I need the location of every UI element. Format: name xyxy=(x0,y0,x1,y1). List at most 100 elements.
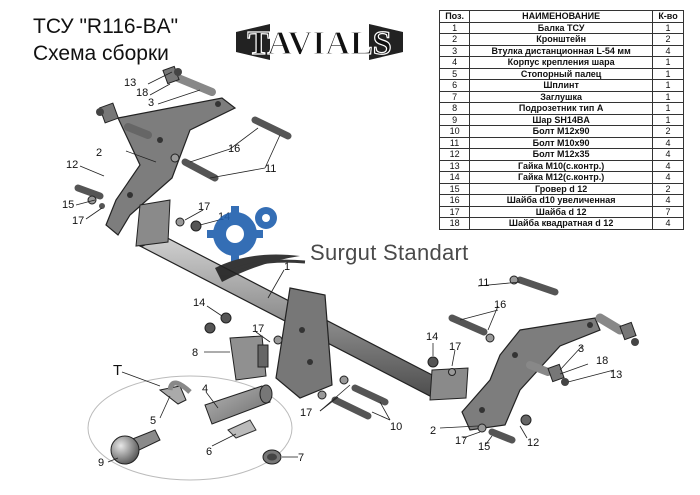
cell-qty: 4 xyxy=(652,136,684,149)
callout-11-left: 11 xyxy=(265,163,276,175)
callout-16-left: 16 xyxy=(228,143,240,155)
callout-2-left: 2 xyxy=(96,147,102,159)
cell-qty: 7 xyxy=(652,205,684,218)
cell-name: Шайба d 12 xyxy=(469,205,654,218)
callout-17-right: 17 xyxy=(449,341,461,353)
cell-pos: 12 xyxy=(438,148,471,161)
cell-name: Гровер d 12 xyxy=(469,182,654,195)
cell-name: Болт М12x35 xyxy=(469,148,654,161)
watermark-text: Surgut Standart xyxy=(310,240,469,265)
logo-text: TAVIALS xyxy=(247,25,391,62)
cell-name: Болт М12x90 xyxy=(469,125,654,138)
callout-17-bottom: 17 xyxy=(300,407,312,419)
cell-pos: 1 xyxy=(438,21,471,34)
cell-pos: 10 xyxy=(438,125,471,138)
callout-13-left: 13 xyxy=(124,77,136,89)
center-mount xyxy=(275,287,333,399)
cell-qty: 4 xyxy=(652,44,684,57)
cell-qty: 4 xyxy=(652,217,684,230)
cell-name: Кронштейн xyxy=(469,33,654,46)
cell-pos: 3 xyxy=(438,44,471,57)
cell-name: Болт М10x90 xyxy=(469,136,654,149)
cell-qty: 4 xyxy=(652,159,684,172)
cell-name: Шайба d10 увеличенная xyxy=(469,194,654,207)
callout-2-right: 2 xyxy=(430,425,436,437)
callout-12-right: 12 xyxy=(527,437,539,449)
callout-1: 1 xyxy=(284,261,290,273)
callout-17-top: 17 xyxy=(198,201,210,213)
tavials-logo: TAVIALS xyxy=(236,24,403,63)
callout-15-left: 15 xyxy=(62,199,74,211)
right-bracket xyxy=(461,317,601,431)
callout-3-left: 3 xyxy=(148,97,154,109)
cell-name: Балка ТСУ xyxy=(469,21,654,34)
socket-plate xyxy=(229,335,269,381)
cell-qty: 2 xyxy=(652,182,684,195)
cell-qty: 4 xyxy=(652,171,684,184)
watermark-logo xyxy=(207,206,306,282)
callout-labels: 13 18 3 2 16 11 12 15 17 17 14 1 14 17 8… xyxy=(62,77,622,469)
callout-13-right: 13 xyxy=(610,369,622,381)
diagram-title: ТСУ "R116-BA" xyxy=(33,15,179,38)
callout-8: 8 xyxy=(192,347,198,359)
bolts-left xyxy=(74,65,292,209)
callout-3-right: 3 xyxy=(578,343,584,355)
cell-name: Шайба квадратная d 12 xyxy=(469,217,654,230)
callout-9: 9 xyxy=(98,457,104,469)
cell-pos: 13 xyxy=(438,159,471,172)
callout-10: 10 xyxy=(390,421,402,433)
left-bracket xyxy=(105,97,237,236)
cell-pos: 14 xyxy=(438,171,471,184)
callout-17-right-bottom: 17 xyxy=(455,435,467,447)
detail-group-t xyxy=(87,375,293,481)
callout-7: 7 xyxy=(298,452,304,464)
cell-name: Гайка М10(с.контр.) xyxy=(469,159,654,172)
callout-4: 4 xyxy=(202,383,208,395)
callout-6: 6 xyxy=(206,446,212,458)
cell-pos: 15 xyxy=(438,182,471,195)
cell-name: Гайка М12(с.контр.) xyxy=(469,171,654,184)
callout-T: T xyxy=(113,362,122,379)
cell-qty: 2 xyxy=(652,125,684,138)
callout-12-left: 12 xyxy=(66,159,78,171)
callout-5: 5 xyxy=(150,415,156,427)
cell-name: Втулка дистанционная L-54 мм xyxy=(469,44,654,57)
cell-qty: 2 xyxy=(652,33,684,46)
cell-pos: 2 xyxy=(438,33,471,46)
leader-lines xyxy=(75,71,615,463)
cell-pos: 16 xyxy=(438,194,471,207)
callout-17-left: 17 xyxy=(72,215,84,227)
callout-17-center: 17 xyxy=(252,323,264,335)
callout-18-left: 18 xyxy=(136,87,148,99)
cell-pos: 18 xyxy=(438,217,471,230)
callout-16-right: 16 xyxy=(494,299,506,311)
callout-11-right: 11 xyxy=(478,277,489,289)
cell-qty: 4 xyxy=(652,148,684,161)
cell-qty: 1 xyxy=(652,21,684,34)
bolts-center xyxy=(175,217,389,420)
callout-15-right: 15 xyxy=(478,441,490,453)
cell-pos: 6 xyxy=(438,79,471,92)
callout-14-right: 14 xyxy=(426,331,438,343)
cell-pos: 11 xyxy=(438,136,471,149)
bolts-right xyxy=(427,275,639,444)
callout-14-center: 14 xyxy=(193,297,205,309)
cell-pos: 17 xyxy=(438,205,471,218)
diagram-subtitle: Схема сборки xyxy=(33,42,169,65)
